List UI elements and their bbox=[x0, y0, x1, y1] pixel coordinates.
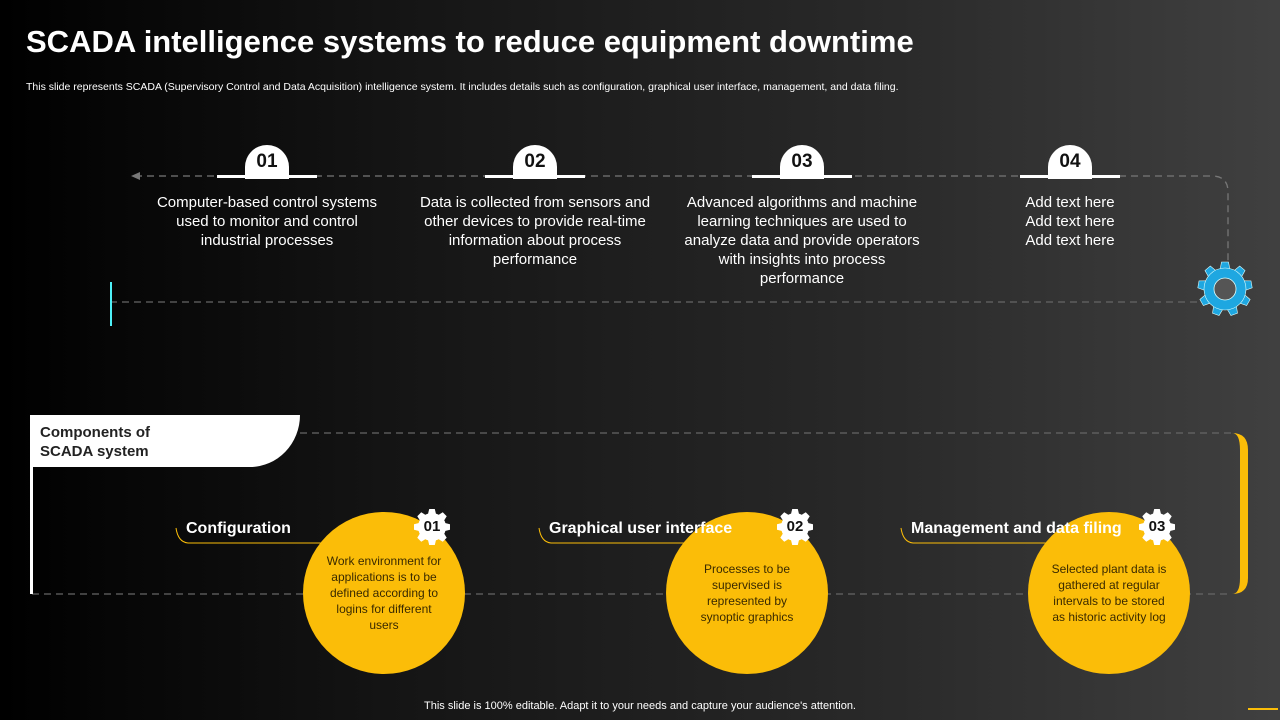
components-heading: Components of SCADA system bbox=[40, 424, 150, 460]
component-number: 01 bbox=[423, 518, 441, 535]
step-description: Data is collected from sensors and other… bbox=[419, 194, 651, 268]
step-description: Add text here Add text here Add text her… bbox=[1025, 194, 1115, 249]
step-underline bbox=[485, 175, 585, 178]
component-number: 02 bbox=[786, 518, 804, 535]
component-gear-badge: 03 bbox=[1137, 507, 1177, 547]
component-underline bbox=[538, 527, 785, 544]
gear-icon bbox=[1197, 261, 1253, 316]
step-description: Advanced algorithms and machine learning… bbox=[684, 194, 920, 287]
footer-note: This slide is 100% editable. Adapt it to… bbox=[424, 700, 856, 712]
component-gear-badge: 02 bbox=[775, 507, 815, 547]
step-underline bbox=[1020, 175, 1120, 178]
component-description: Processes to be supervised is represente… bbox=[700, 562, 794, 624]
step-number-badge: 02 bbox=[513, 145, 557, 179]
component-number: 03 bbox=[1148, 518, 1166, 535]
half-gear-icon bbox=[110, 242, 112, 326]
gear-icon bbox=[777, 509, 813, 545]
components-heading-tab: Components of SCADA system bbox=[30, 415, 300, 467]
step-underline bbox=[752, 175, 852, 178]
step-description: Computer-based control systems used to m… bbox=[156, 194, 378, 249]
component-underline bbox=[175, 527, 422, 544]
page-subtitle: This slide represents SCADA (Supervisory… bbox=[26, 81, 899, 93]
step-number-badge: 01 bbox=[245, 145, 289, 179]
step-number-badge: 03 bbox=[780, 145, 824, 179]
component-title: Configuration bbox=[186, 520, 291, 537]
component-underline bbox=[900, 527, 1147, 544]
component-description: Selected plant data is gathered at regul… bbox=[1051, 562, 1167, 624]
component-description: Work environment for applications is to … bbox=[326, 554, 442, 632]
gear-icon bbox=[414, 509, 450, 545]
page-title: SCADA intelligence systems to reduce equ… bbox=[26, 24, 914, 59]
step-underline bbox=[217, 175, 317, 178]
step-number-badge: 04 bbox=[1048, 145, 1092, 179]
component-title: Management and data filing bbox=[911, 520, 1122, 537]
component-gear-badge: 01 bbox=[412, 507, 452, 547]
component-title: Graphical user interface bbox=[549, 520, 733, 537]
gear-icon bbox=[1139, 509, 1175, 545]
